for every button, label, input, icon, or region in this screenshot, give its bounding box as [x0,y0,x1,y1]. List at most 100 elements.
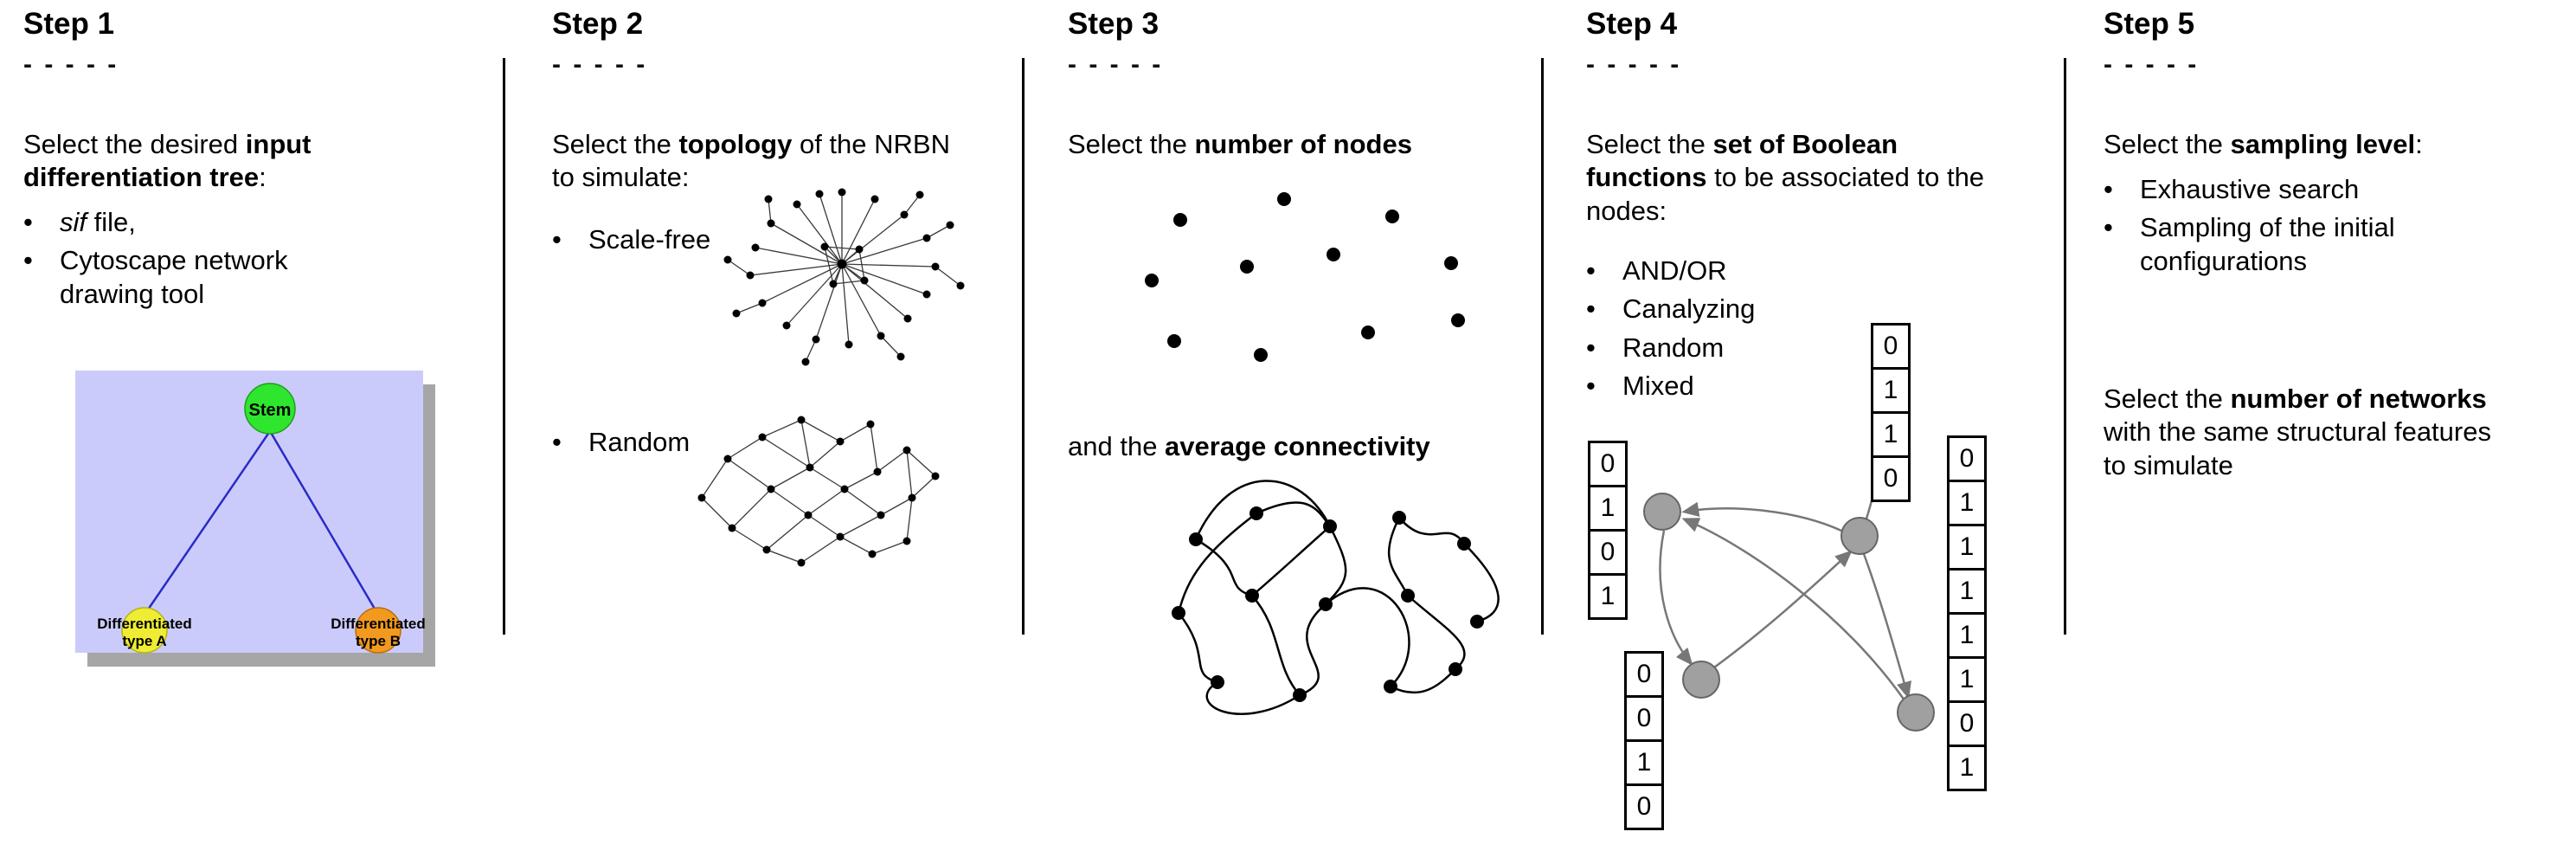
tangle-edges [1177,480,1500,715]
scale-free-nodes [723,188,965,366]
step3-intro-pre: Select the [1068,129,1195,159]
list-item: • Random [552,426,777,459]
list-item: • Mixed [1586,370,1846,403]
step4-intro: Select the set of Boolean functions to b… [1586,128,2023,228]
truth-table-cell: 0 [1871,323,1911,370]
sif-italic: sif [60,207,87,237]
step3-second: and the average connectivity [1068,430,1526,463]
truth-table-cell: 1 [1947,568,1987,615]
step5-dashes: - - - - - [2104,50,2200,79]
random-nodes [697,416,940,567]
truth-table-cell: 0 [1624,783,1664,830]
list-item: • Scale-free [552,223,777,256]
bullet-icon: • [23,207,33,237]
step4-dashes: - - - - - [1586,50,1682,79]
bullet-icon: • [23,245,33,276]
sampling-option-initial-configurations: Sampling of the initial configurations [2140,212,2395,276]
column-divider [503,58,505,635]
truth-table-cell: 1 [1871,411,1911,458]
step2-intro: Select the topology of the NRBN to simul… [552,128,976,195]
list-item: • Canalyzing [1586,293,1846,326]
step3-title: Step 3 [1068,7,1160,41]
random-edges [701,419,936,564]
gene-node [1643,493,1681,531]
boolean-option-random: Random [1622,332,1725,363]
truth-table-cell: 0 [1624,695,1664,742]
truth-table-cell: 0 [1588,529,1628,576]
list-item: • Exhaustive search [2104,173,2536,206]
step1-dashes: - - - - - [23,50,119,79]
differentiation-tree-illustration: Stem Differentiated type A Differentiate… [75,371,435,667]
step4-title: Step 4 [1586,7,1678,41]
list-item: • Random [1586,332,1846,364]
step1-column: Step 1 - - - - - Select the desired inpu… [23,0,491,851]
boolean-option-canalyzing: Canalyzing [1622,293,1756,325]
dots [1145,192,1465,362]
stem-node [244,383,296,435]
step4-intro-pre: Select the [1586,129,1713,159]
list-item: • sif file, [23,206,387,239]
list-item: • AND/OR [1586,255,1846,287]
column-divider [1022,58,1025,635]
step2-intro-bold: topology [678,129,793,159]
bullet-icon: • [552,427,562,457]
step3-second-pre: and the [1068,431,1166,461]
bullet-icon: • [552,224,562,255]
boolean-option-andor: AND/OR [1622,255,1727,286]
boolean-option-mixed: Mixed [1622,371,1694,402]
type-b-label-line2: type B [356,633,401,649]
boolean-network-illustration: 0 1 0 1 0 1 1 0 0 0 1 0 0 1 1 1 [1586,322,2001,851]
type-b-label-line1: Differentiated [331,616,426,632]
truth-table-cell: 0 [1947,435,1987,482]
step1-bullet-cytoscape: Cytoscape network drawing tool [60,245,288,309]
truth-table-cell: 1 [1947,656,1987,703]
bullet-icon: • [2104,174,2113,204]
step5-intro-bold: sampling level [2230,129,2416,159]
column-divider [2064,58,2066,635]
step4-column: Step 4 - - - - - Select the set of Boole… [1586,0,2053,851]
step2-intro-post: of the NRBN to simulate: [552,129,950,193]
truth-table-cell: 1 [1947,745,1987,791]
step3-column: Step 3 - - - - - Select the number of no… [1068,0,1526,851]
step5-intro-pre: Select the [2104,129,2231,159]
tree-edge-right [268,430,380,616]
truth-table-cell: 0 [1588,441,1628,487]
network-nodes [1643,493,1935,732]
column-divider [1541,58,1544,635]
stem-label: Stem [249,401,292,420]
step2-title: Step 2 [552,7,644,41]
step5-title: Step 5 [2104,7,2195,41]
truth-table-bottom-left: 0 0 1 0 [1624,651,1664,830]
bullet-icon: • [1586,255,1596,286]
step4-intro-bold: set of Boolean functions [1586,129,1898,193]
step1-intro: Select the desired input differentiation… [23,128,473,195]
step5-second-pre: Select the [2104,384,2231,414]
bullet-icon: • [2104,212,2113,243]
step3-dashes: - - - - - [1068,50,1164,79]
bullet-icon: • [1586,332,1596,363]
list-item: • Sampling of the initial configurations [2104,211,2536,278]
truth-table-cell: 1 [1871,367,1911,414]
step2-column: Step 2 - - - - - Select the topology of … [552,0,1002,851]
truth-table-cell: 0 [1871,455,1911,502]
step1-bullet-list: • sif file, • Cytoscape network drawing … [23,206,387,316]
gene-node [1897,693,1935,732]
truth-table-cell: 1 [1947,480,1987,526]
connectivity-tangle-illustration [1172,480,1500,715]
step2-bullet-scalefree: • Scale-free [552,223,777,261]
step5-second-post: with the same structural features to sim… [2104,416,2491,480]
step3-intro: Select the number of nodes [1068,128,1526,161]
truth-table-cell: 1 [1588,485,1628,532]
step5-intro: Select the sampling level: [2104,128,2554,161]
truth-table-right: 0 1 1 1 1 1 0 1 [1947,435,1987,791]
step1-bullet-sif: sif file, [60,206,387,239]
type-b-node [355,607,401,654]
list-item: • Cytoscape network drawing tool [23,244,387,311]
step2-bullet-random: • Random [552,426,777,464]
step2-dashes: - - - - - [552,50,648,79]
truth-table-cell: 1 [1947,612,1987,659]
type-a-node [121,607,168,654]
bullet-icon: • [1586,371,1596,402]
gene-node [1682,661,1720,699]
